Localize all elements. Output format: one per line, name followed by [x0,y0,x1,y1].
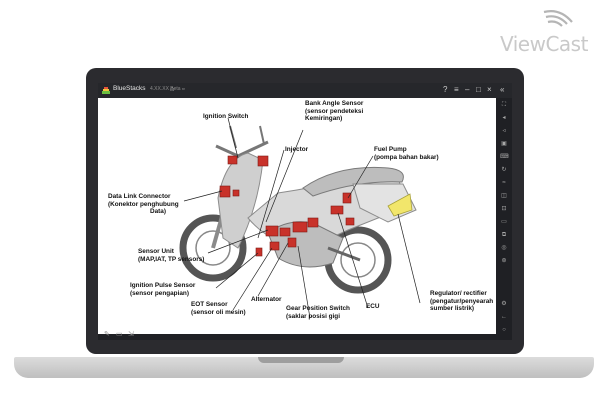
viewcast-logo: ViewCast [500,8,595,56]
logo-text: ViewCast [500,32,588,56]
laptop-base [14,357,594,378]
diagram-image: Ignition Switch Bank Angle Sensor(sensor… [98,98,496,334]
keyboard-icon[interactable]: ⌨ [500,154,509,160]
folder-icon[interactable]: ▭ [501,219,507,225]
close-icon[interactable]: × [487,85,492,94]
laptop-notch [258,357,344,363]
pen-icon[interactable]: ✎ [104,331,110,338]
maximize-icon[interactable]: □ [476,85,481,94]
label-alternator: Alternator [251,296,282,303]
label-ignition-switch: Ignition Switch [203,113,249,120]
regulator-highlight [387,193,413,217]
label-gear-position-switch: Gear Position Switch(saklar posisi gigi [286,305,350,320]
multi-instance-icon[interactable]: ▫ [182,86,185,93]
minimize-icon[interactable]: – [465,85,470,94]
label-sensor-unit: Sensor Unit(MAP,IAT, TP sensors) [138,248,205,263]
media-icon[interactable]: ▣ [501,141,507,147]
help-icon[interactable]: ? [443,85,448,94]
label-ignition-pulse-sensor: Ignition Pulse Sensor(sensor pengapian) [130,282,196,297]
rotate-icon[interactable]: ↻ [501,167,507,173]
volume-up-icon[interactable]: ◂ [502,115,506,121]
label-eot-sensor: EOT Sensor(sensor oli mesin) [191,301,246,316]
app-title: BlueStacks [113,85,146,92]
home-icon[interactable]: ⌂ [170,86,175,93]
label-injector: Injector [285,146,309,153]
menu-icon[interactable]: ≡ [454,85,459,94]
screen-icon[interactable]: ▭ [116,331,123,338]
bluestacks-logo-icon [102,87,110,94]
expand-icon[interactable]: ⇲ [128,331,134,338]
record-icon[interactable]: ⊡ [501,206,507,212]
volume-down-icon[interactable]: ◃ [502,128,506,134]
shake-icon[interactable]: ≈ [502,180,506,186]
sync-icon[interactable]: ⊛ [501,258,507,264]
settings-icon[interactable]: ⚙ [501,301,507,307]
macro-icon[interactable]: ◎ [501,245,507,251]
front-wheel [179,214,247,282]
label-ecu: ECU [366,303,380,310]
bluestacks-sidebar: ⛶ ◂ ◃ ▣ ⌨ ↻ ≈ ◫ ⊡ ▭ ⧉ ◎ ⊛ ⚙ ← ○ [496,98,512,340]
label-fuel-pump: Fuel Pump(pompa bahan bakar) [374,146,439,161]
motorcycle-diagram [179,117,421,319]
signal-waves-icon [543,10,573,27]
bottom-bar: ✎ ▭ ⇲ [98,331,496,340]
laptop-screen: BlueStacks 4.XX.XX Beta ⌂ ▫ ? ≡ – □ × « [98,83,512,340]
fullscreen-icon[interactable]: ⛶ [501,102,507,108]
back-icon[interactable]: ← [501,314,507,320]
copy-icon[interactable]: ⧉ [501,232,507,238]
app-version: 4.XX.XX Beta [150,86,181,92]
screenshot-icon[interactable]: ◫ [501,193,507,199]
window-titlebar: BlueStacks 4.XX.XX Beta ⌂ ▫ ? ≡ – □ × « [98,83,512,98]
home-nav-icon[interactable]: ○ [502,327,506,333]
sidebar-collapse-icon[interactable]: « [500,85,505,94]
